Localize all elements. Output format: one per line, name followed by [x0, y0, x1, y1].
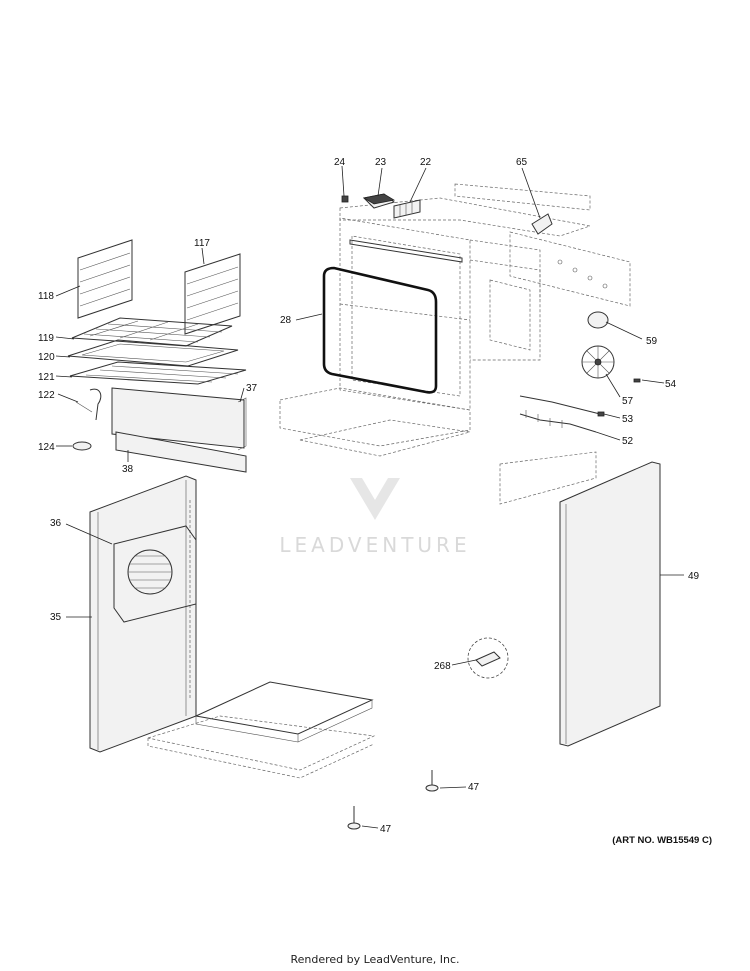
callout-119: 119: [38, 333, 54, 344]
callout-268: 268: [434, 661, 451, 672]
callout-121: 121: [38, 372, 55, 383]
meat-probe-122: [75, 388, 102, 421]
storage-drawer-frame: [147, 681, 376, 779]
rear-lower-panel: [499, 451, 597, 505]
thermal-switch-24: [341, 195, 349, 203]
callout-35: 35: [50, 612, 62, 623]
rack-guide-left: [77, 239, 133, 319]
oven-rack-119: [71, 317, 233, 347]
oven-cavity-body: [339, 183, 631, 411]
callout-117: 117: [194, 238, 210, 249]
callout-124: 124: [38, 442, 55, 453]
watermark-text: LEADVENTURE: [279, 533, 470, 557]
callout-22: 22: [420, 157, 432, 168]
callout-23: 23: [375, 157, 387, 168]
screw-54: [633, 378, 641, 383]
callout-24: 24: [334, 157, 346, 168]
footer-credit: Rendered by LeadVenture, Inc.: [290, 953, 460, 966]
callout-36: 36: [50, 518, 62, 529]
wire-harness-52: [519, 410, 597, 433]
knob-124: [72, 441, 92, 451]
oven-bottom-tray: [279, 387, 471, 457]
callout-122: 122: [38, 390, 55, 401]
callout-52: 52: [622, 436, 634, 447]
callout-57: 57: [622, 396, 634, 407]
callout-labels: 24 23 22 65 117 118 119 120 121 122 37 1…: [38, 157, 700, 835]
door-gasket-28: [322, 266, 438, 394]
kick-plate-38: [115, 431, 247, 473]
callout-47a: 47: [468, 782, 480, 793]
callout-118: 118: [38, 291, 54, 302]
convection-fan-57: [581, 345, 615, 379]
broil-pan-120: [67, 339, 239, 367]
callout-120: 120: [38, 352, 55, 363]
oven-rack-121: [69, 361, 247, 385]
callout-53: 53: [622, 414, 634, 425]
rack-guide-right: [184, 253, 241, 335]
leveling-leg-47a: [425, 770, 439, 792]
relay-board-23: [362, 193, 396, 209]
callout-59: 59: [646, 336, 658, 347]
callout-54: 54: [665, 379, 677, 390]
callout-65: 65: [516, 157, 528, 168]
leader-lines: [55, 165, 684, 829]
callout-37: 37: [246, 383, 258, 394]
fan-cover-36: [113, 525, 197, 623]
hinge-268-detail: [467, 637, 509, 679]
sensor-65: [531, 213, 553, 235]
art-number: (ART NO. WB15549 C): [612, 835, 712, 846]
leveling-leg-47b: [347, 806, 361, 830]
light-bulb-59: [587, 311, 609, 329]
callout-38: 38: [122, 464, 134, 475]
side-panel-35: [89, 475, 197, 753]
side-panel-49: [559, 461, 661, 747]
leadventure-watermark: LEADVENTURE: [279, 478, 470, 557]
callout-28: 28: [280, 315, 292, 326]
wire-harness-53: [519, 395, 605, 417]
drawer-front-37: [111, 387, 247, 451]
callout-49: 49: [688, 571, 700, 582]
terminal-block-22: [393, 199, 421, 219]
callout-47b: 47: [380, 824, 392, 835]
